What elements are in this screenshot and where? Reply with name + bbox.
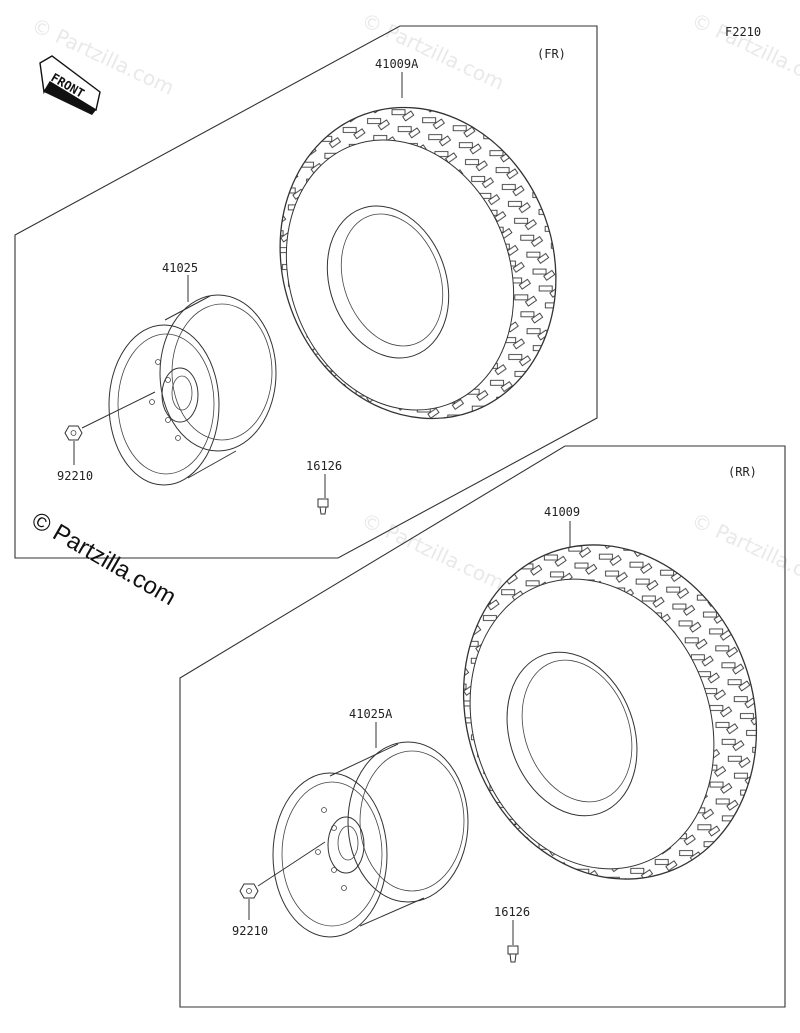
watermark: © Partzilla.com [688,8,800,95]
rear-group: (RR) 41009 41025A [179,445,800,1008]
front-tire[interactable] [237,68,599,457]
rear-wheel[interactable] [272,741,469,938]
rear-section-label: (RR) [728,465,757,479]
front-group-frame [14,25,598,559]
rear-valve[interactable] [507,945,519,963]
figure-code: F2210 [725,25,761,39]
front-nut-part-number: 92210 [57,469,93,483]
watermark: © Partzilla.com [358,8,508,95]
rear-valve-part-number: 16126 [494,905,530,919]
rear-tire-part-number: 41009 [544,505,580,519]
rear-tire[interactable] [417,503,800,920]
rear-group-frame [179,445,786,1008]
front-arrow-icon: FRONT [39,55,101,115]
front-nut[interactable] [64,425,83,441]
leader-line [257,841,326,887]
rear-wheel-part-number: 41025A [349,707,393,721]
front-tire-part-number: 41009A [375,57,419,71]
front-valve-part-number: 16126 [306,459,342,473]
rear-nut-part-number: 92210 [232,924,268,938]
front-wheel[interactable] [108,294,277,486]
rear-nut[interactable] [239,883,259,899]
watermark: © Partzilla.com [358,508,508,595]
front-valve[interactable] [317,498,329,515]
front-wheel-part-number: 41025 [162,261,198,275]
copyright-text: © Partzilla.com [27,507,181,611]
leader-line [81,391,156,429]
watermark: © Partzilla.com [688,508,800,595]
front-section-label: (FR) [537,47,566,61]
front-group: (FR) 41009A 41025 [14,25,599,559]
